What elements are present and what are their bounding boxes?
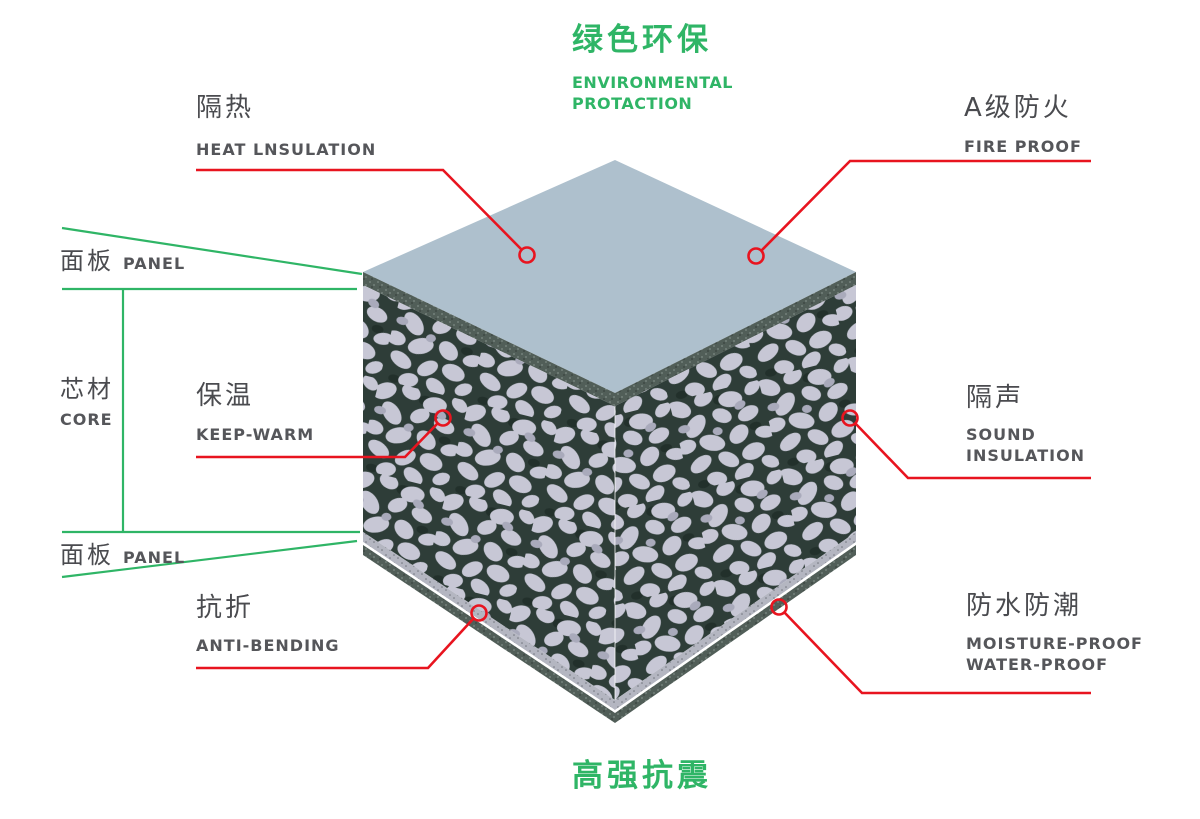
feature-leaders xyxy=(196,159,1091,695)
cube-top-panel-edge-left xyxy=(363,272,615,406)
layer-core-en: CORE xyxy=(60,410,113,429)
top-title-zh: 绿色环保 xyxy=(572,22,712,58)
water-proof-zh: 防水防潮 xyxy=(966,591,1083,621)
water-proof-en: MOISTURE-PROOF WATER-PROOF xyxy=(966,633,1143,675)
sound-insulation-en: SOUND INSULATION xyxy=(966,424,1085,466)
keep-warm-zh: 保温 xyxy=(196,381,255,411)
cube-bottom-edge-left xyxy=(363,545,615,723)
leader-water-proof xyxy=(783,611,1091,695)
layer-panel-top-zh: 面板 xyxy=(60,247,114,275)
anti-bending-en: ANTI-BENDING xyxy=(196,636,340,655)
cube-bottom-edge-right xyxy=(615,545,856,723)
cube-top-panel-edge-right xyxy=(615,272,856,406)
sound-insulation-zh: 隔声 xyxy=(966,383,1025,413)
fire-proof-zh: A级防火 xyxy=(964,93,1072,123)
cube-bottom-gap-left xyxy=(363,542,615,713)
cube-core-face-left xyxy=(363,285,615,700)
top-title-en: ENVIRONMENTAL PROTACTION xyxy=(572,72,733,114)
layer-panel-bottom-en: PANEL xyxy=(123,548,186,567)
heat-insulation-en: HEAT LNSULATION xyxy=(196,140,377,159)
sound-insulation-en-line2: INSULATION xyxy=(966,446,1086,465)
marker-sound-insulation xyxy=(841,409,859,427)
leader-keep-warm xyxy=(196,423,438,459)
bracket-line-bottom-slant xyxy=(61,539,358,579)
cube-core-face-right xyxy=(615,285,856,700)
layer-panel-top: 面板 PANEL xyxy=(60,246,185,276)
layer-panel-bottom-zh: 面板 xyxy=(60,541,114,569)
layer-panel-bottom: 面板 PANEL xyxy=(60,540,185,570)
heat-insulation-zh: 隔热 xyxy=(196,93,255,123)
layer-bracket xyxy=(61,226,363,579)
anti-bending-zh: 抗折 xyxy=(196,593,255,623)
top-title-en-line2: PROTACTION xyxy=(572,94,693,113)
layer-core-zh: 芯材 xyxy=(60,375,114,403)
leader-fire-proof xyxy=(760,159,1091,252)
bracket-line-top-slant xyxy=(61,226,363,276)
cube-bottom-panel-right xyxy=(615,532,856,710)
keep-warm-en: KEEP-WARM xyxy=(196,425,315,444)
cube-bottom-gap-right xyxy=(615,542,856,713)
marker-heat-insulation xyxy=(518,246,536,264)
panel-cube xyxy=(363,160,856,723)
leader-sound-insulation xyxy=(854,422,1091,480)
sound-insulation-en-line1: SOUND xyxy=(966,425,1036,444)
marker-anti-bending xyxy=(470,604,488,622)
marker-fire-proof xyxy=(747,247,765,265)
cube-top-face xyxy=(363,160,856,393)
top-title-en-line1: ENVIRONMENTAL xyxy=(572,73,733,92)
marker-water-proof xyxy=(770,598,788,616)
layer-panel-top-en: PANEL xyxy=(123,254,186,273)
leader-heat-insulation xyxy=(196,168,523,251)
leader-anti-bending xyxy=(196,618,474,670)
cube-bottom-panel-left xyxy=(363,532,615,710)
marker-keep-warm xyxy=(434,409,452,427)
water-proof-en-line2: WATER-PROOF xyxy=(966,655,1109,674)
bottom-title-zh: 高强抗震 xyxy=(572,758,712,794)
fire-proof-en: FIRE PROOF xyxy=(964,137,1082,156)
water-proof-en-line1: MOISTURE-PROOF xyxy=(966,634,1143,653)
layer-core: 芯材 CORE xyxy=(60,374,114,430)
